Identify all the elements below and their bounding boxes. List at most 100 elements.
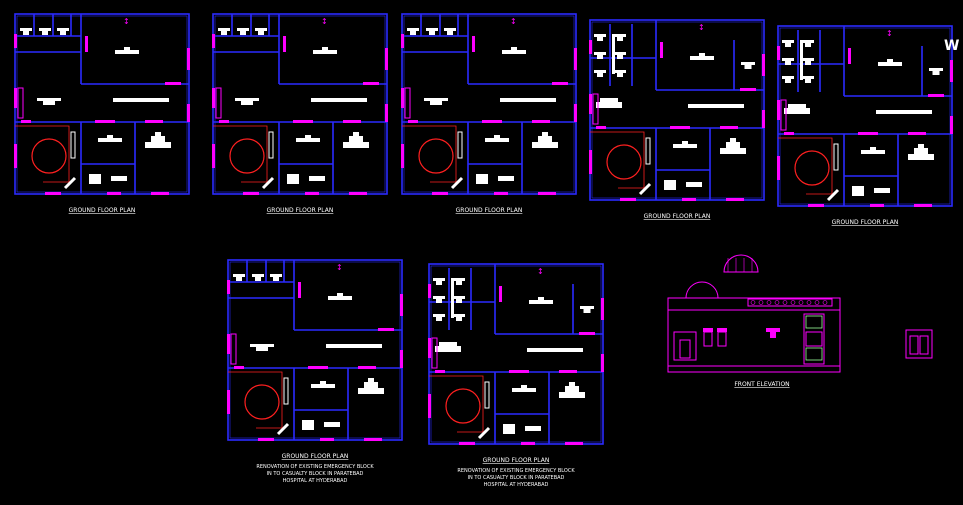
furniture bbox=[287, 174, 299, 184]
furniture bbox=[358, 388, 384, 394]
opening-mark bbox=[187, 104, 190, 122]
furniture bbox=[612, 34, 615, 74]
plan-label: GROUND FLOOR PLAN bbox=[267, 207, 334, 214]
opening-mark bbox=[85, 36, 88, 52]
door-left-inner bbox=[679, 339, 691, 359]
stair-block bbox=[780, 99, 787, 131]
furniture bbox=[521, 385, 527, 388]
furniture bbox=[614, 52, 626, 55]
furniture bbox=[512, 388, 536, 392]
furniture bbox=[802, 40, 814, 43]
opening-mark bbox=[145, 120, 163, 123]
watermark-text: W bbox=[944, 38, 959, 54]
door-left bbox=[673, 331, 697, 361]
furniture bbox=[532, 142, 558, 148]
opening-mark bbox=[682, 198, 696, 201]
opening-mark bbox=[928, 94, 944, 97]
furniture bbox=[433, 278, 445, 281]
furniture bbox=[597, 73, 603, 77]
outer-wall bbox=[14, 13, 190, 195]
lattice-panel bbox=[805, 315, 823, 329]
opening-mark bbox=[107, 192, 121, 195]
furniture bbox=[145, 142, 171, 148]
north-arrow-icon: ↕ bbox=[510, 17, 517, 26]
window-hood bbox=[766, 328, 780, 332]
opening-mark bbox=[720, 126, 738, 129]
furniture bbox=[320, 381, 326, 384]
plan-note-line: HOSPITAL AT HYDERABAD bbox=[484, 482, 549, 488]
inner-wall bbox=[16, 15, 188, 193]
opening-mark bbox=[499, 286, 502, 302]
opening-mark bbox=[538, 192, 556, 195]
furniture bbox=[503, 424, 515, 434]
stair-ramp bbox=[826, 188, 840, 202]
furniture bbox=[221, 31, 227, 35]
opening-mark bbox=[574, 104, 577, 122]
furniture bbox=[456, 299, 462, 303]
floor-plan: ↕GROUND FLOOR PLAN bbox=[589, 19, 765, 220]
furniture bbox=[233, 274, 245, 277]
furniture bbox=[235, 98, 259, 101]
furniture bbox=[60, 31, 66, 35]
frieze-pattern bbox=[782, 300, 788, 305]
furniture bbox=[730, 138, 736, 142]
plan-note-line: RENOVATION OF EXISTING EMERGENCY BLOCK bbox=[457, 468, 575, 474]
furniture bbox=[255, 28, 267, 31]
opening-mark bbox=[914, 204, 932, 207]
floor-plan: ↕GROUND FLOOR PLAN bbox=[212, 13, 388, 214]
furniture bbox=[250, 344, 274, 347]
opening-mark bbox=[808, 204, 824, 207]
furniture bbox=[113, 98, 169, 102]
opening-mark bbox=[14, 88, 17, 108]
furniture bbox=[594, 52, 606, 55]
furniture bbox=[337, 293, 343, 296]
opening-mark bbox=[579, 332, 595, 335]
room-outline bbox=[590, 131, 645, 189]
room-outline bbox=[778, 137, 833, 195]
round-room-icon bbox=[606, 144, 642, 180]
furniture bbox=[124, 47, 130, 50]
furniture bbox=[597, 55, 603, 59]
furniture bbox=[258, 31, 264, 35]
opening-mark bbox=[401, 144, 404, 168]
furniture bbox=[20, 28, 32, 31]
furniture bbox=[155, 132, 161, 136]
furniture bbox=[932, 71, 940, 75]
furniture bbox=[594, 34, 606, 37]
window-icon bbox=[717, 331, 727, 347]
furniture bbox=[305, 135, 311, 138]
inner-wall bbox=[403, 15, 575, 193]
furniture bbox=[782, 76, 794, 79]
north-arrow-icon: ↕ bbox=[886, 29, 893, 38]
furniture bbox=[784, 108, 810, 114]
furniture bbox=[430, 101, 442, 105]
opening-mark bbox=[660, 42, 663, 58]
furniture bbox=[887, 59, 893, 62]
stair-block bbox=[230, 333, 237, 365]
opening-mark bbox=[589, 150, 592, 174]
facade-outline bbox=[667, 297, 841, 373]
door-frame bbox=[645, 137, 651, 165]
floor-plans-group: ↕GROUND FLOOR PLAN↕GROUND FLOOR PLAN↕GRO… bbox=[14, 13, 953, 488]
furniture bbox=[614, 70, 626, 73]
opening-mark bbox=[320, 438, 334, 441]
furniture bbox=[236, 277, 242, 281]
opening-mark bbox=[212, 88, 215, 108]
outer-wall bbox=[777, 25, 953, 207]
opening-mark bbox=[428, 394, 431, 418]
floor-plan: ↕GROUND FLOOR PLAN bbox=[14, 13, 190, 214]
side-door bbox=[909, 335, 919, 355]
furniture bbox=[256, 347, 268, 351]
opening-mark bbox=[358, 366, 376, 369]
furniture bbox=[785, 43, 791, 47]
opening-mark bbox=[726, 198, 744, 201]
furniture bbox=[569, 382, 575, 386]
furniture bbox=[800, 40, 803, 80]
opening-mark bbox=[589, 40, 592, 54]
furniture bbox=[502, 50, 526, 54]
plan-label: GROUND FLOOR PLAN bbox=[456, 207, 523, 214]
opening-mark bbox=[494, 192, 508, 195]
opening-mark bbox=[45, 192, 61, 195]
north-arrow-icon: ↕ bbox=[537, 267, 544, 276]
